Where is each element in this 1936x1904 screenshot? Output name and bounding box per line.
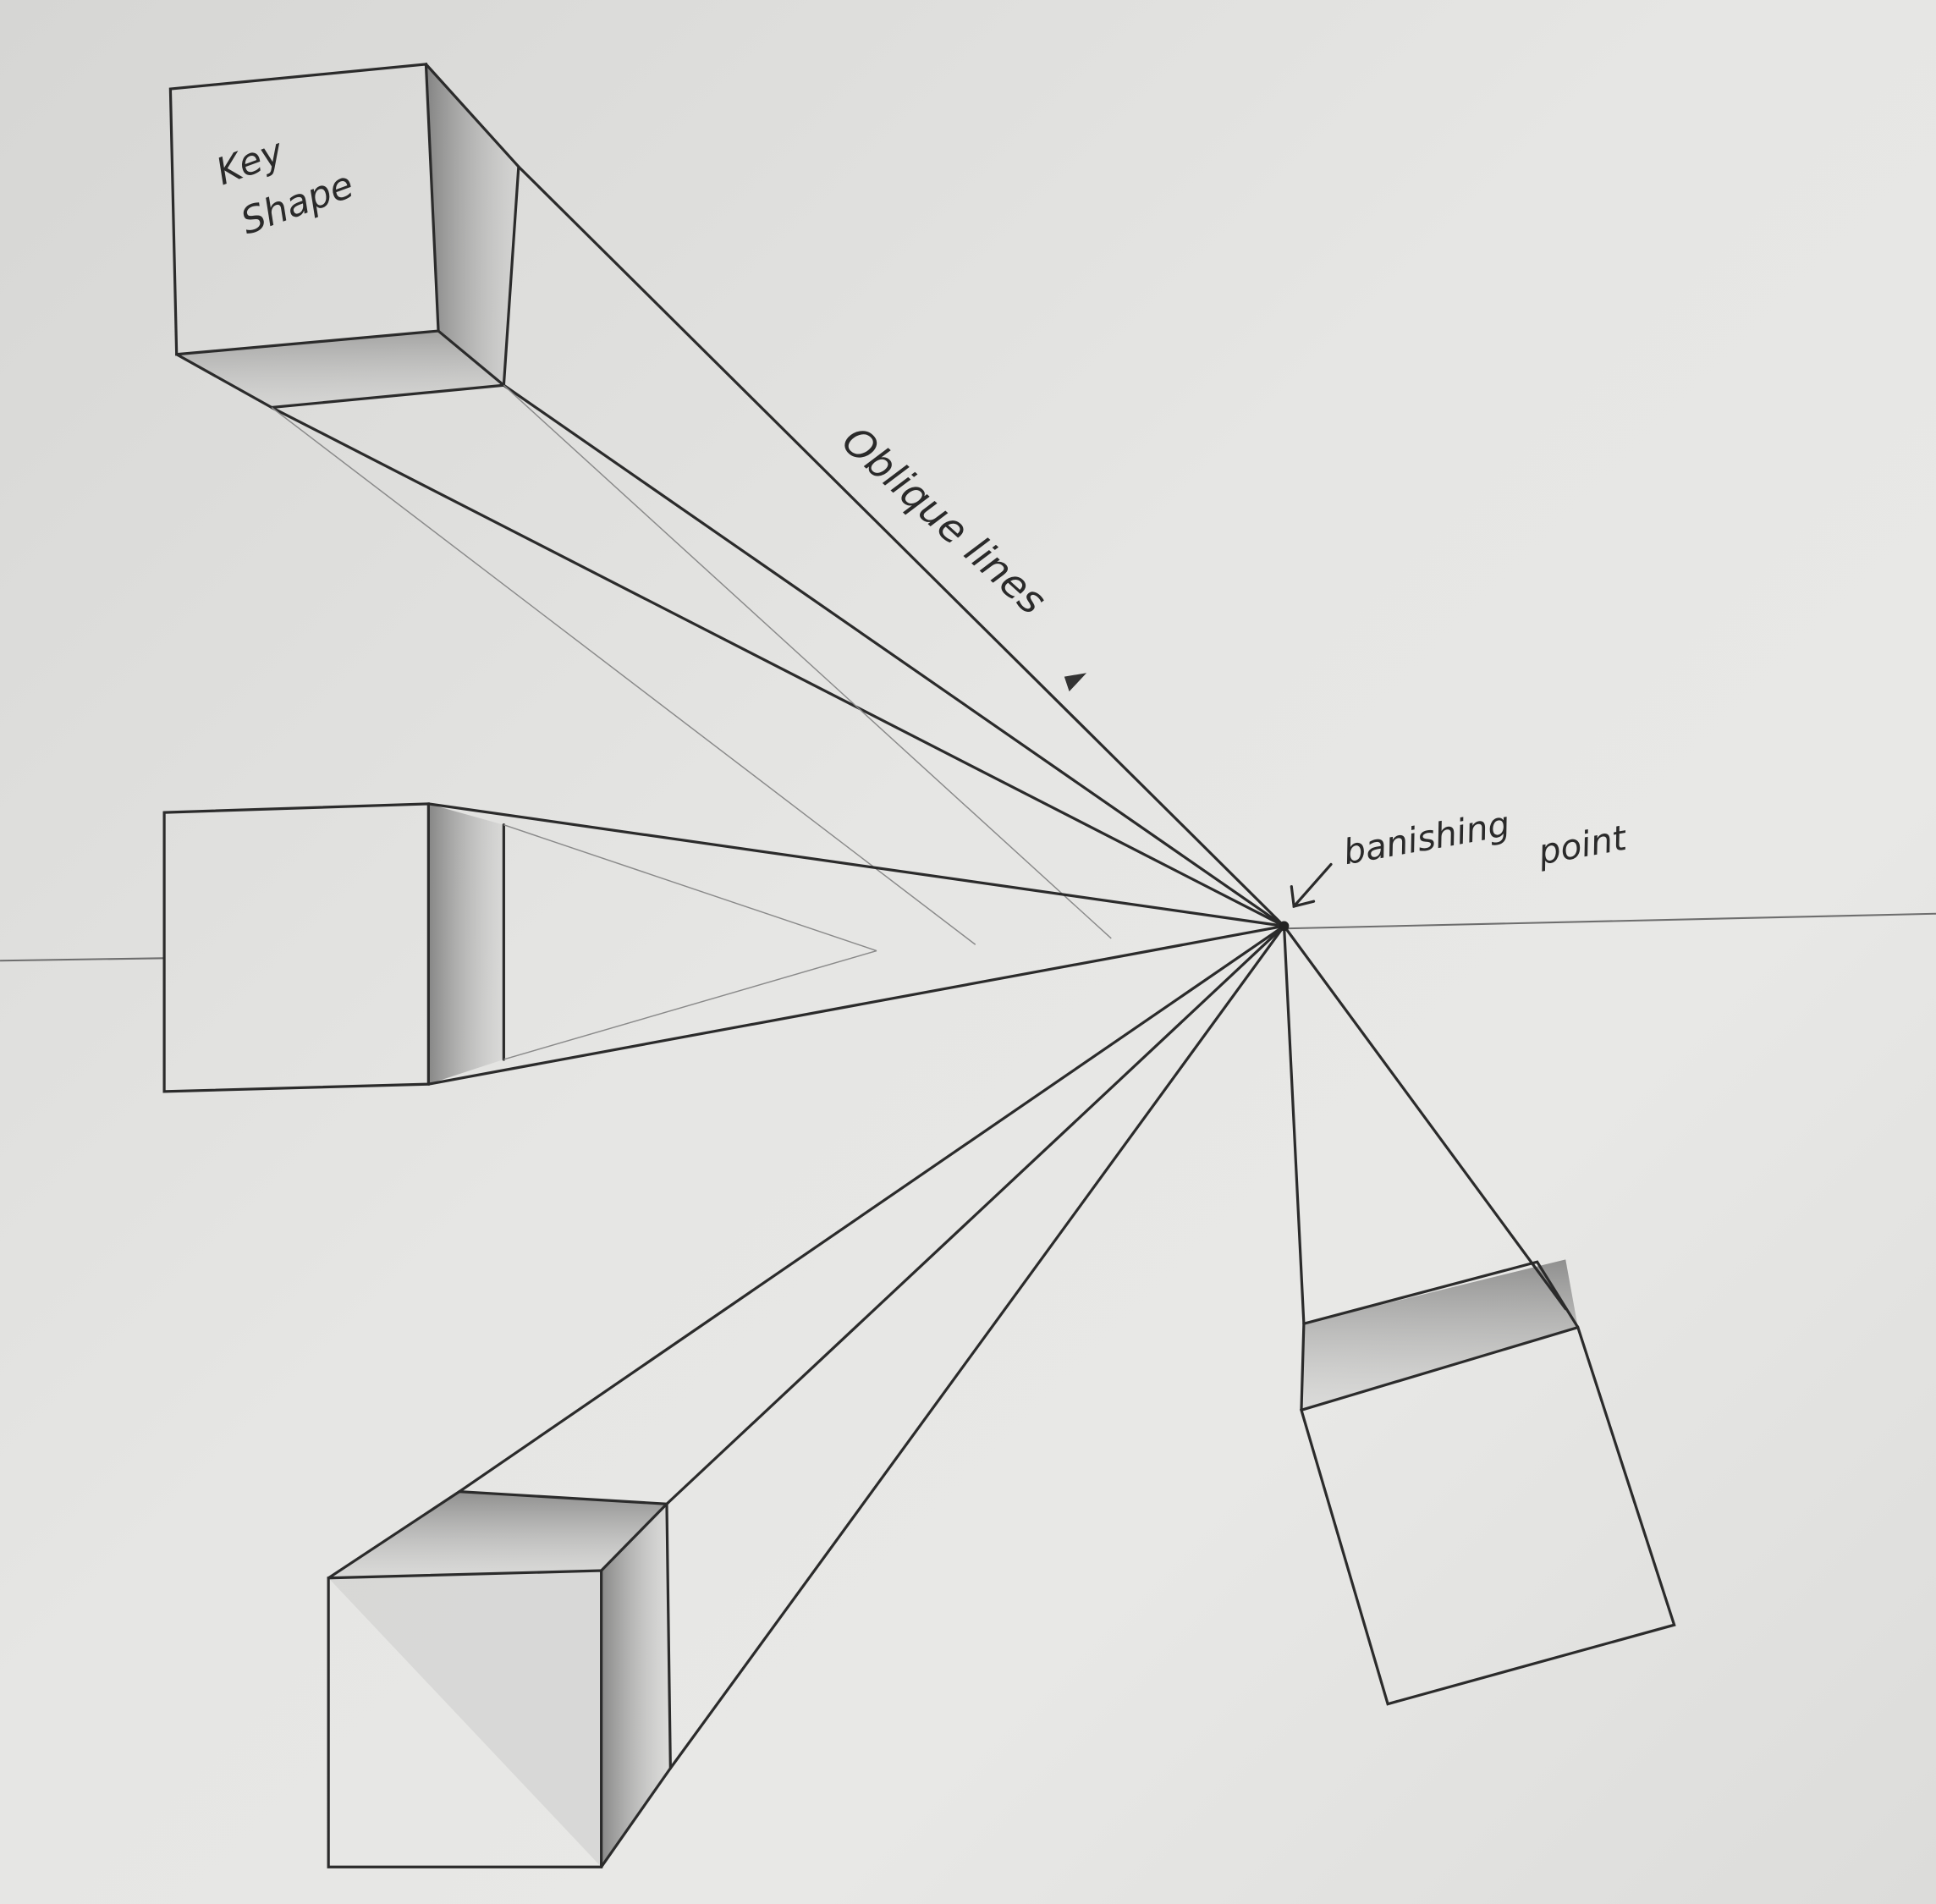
key-shape-cube <box>168 63 1286 945</box>
oblique-lines-label: Oblique lines <box>833 418 1054 624</box>
middle-cube <box>162 802 1286 1093</box>
oblique-lines-arrow-icon <box>1064 673 1087 692</box>
vanishing-point-mark <box>1279 921 1290 932</box>
vanishing-point-arrow-icon <box>1290 862 1333 909</box>
vanishing-label-line2: point <box>1534 817 1631 873</box>
key-shape-label-line1: Key <box>211 130 290 195</box>
horizon-line <box>0 912 1936 962</box>
bottom-right-cube <box>1282 924 1676 1706</box>
bottom-left-cube <box>327 924 1286 1868</box>
vanishing-label-line1: banishing <box>1340 804 1513 873</box>
